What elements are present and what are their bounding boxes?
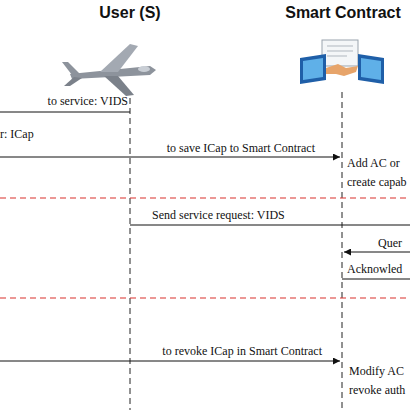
document-line <box>327 56 347 57</box>
participant-head: Smart Contract <box>282 4 404 22</box>
message-label: Quer <box>378 236 402 250</box>
drone-tail <box>62 62 80 75</box>
phase-separator <box>0 297 410 298</box>
message-arrow <box>0 361 340 362</box>
message-label: Acknowled <box>347 262 402 276</box>
message-label: to save ICap to Smart Contract <box>167 141 315 155</box>
message-label: to revoke ICap in Smart Contract <box>162 344 322 358</box>
message-arrow <box>0 157 340 158</box>
phase-separator <box>0 197 410 198</box>
message-label: revoke auth <box>349 383 405 397</box>
message-label: to service: VIDS <box>48 94 128 108</box>
participant-name: Smart Contract <box>282 4 404 22</box>
message-label: Modify AC <box>349 364 404 378</box>
document-line <box>327 46 353 47</box>
message-label: Send service request: VIDS <box>152 208 285 222</box>
drone-wing <box>104 76 134 96</box>
message-line <box>0 112 130 113</box>
message-line <box>130 225 410 226</box>
monitor-screen <box>303 58 323 80</box>
message-line <box>342 279 410 280</box>
contract-document <box>322 40 358 66</box>
monitor-left <box>300 54 326 84</box>
participant-name: User (S) <box>70 4 190 22</box>
monitor-right <box>358 54 384 84</box>
document-line <box>327 51 353 52</box>
drone-illustration <box>62 44 156 96</box>
participant-head: User (S) <box>70 4 190 22</box>
contract-icon <box>300 40 384 84</box>
lifeline <box>342 92 343 410</box>
lifeline <box>130 98 131 410</box>
handshake <box>326 64 358 76</box>
message-arrow <box>344 252 410 253</box>
message-label: r: ICap <box>0 127 34 141</box>
message-label: Add AC or <box>347 156 400 170</box>
message-label: create capab <box>347 175 407 189</box>
monitor-screen <box>361 58 381 80</box>
drone-wing <box>100 44 138 72</box>
drone-tail <box>64 77 82 86</box>
drone-dome <box>138 66 150 72</box>
